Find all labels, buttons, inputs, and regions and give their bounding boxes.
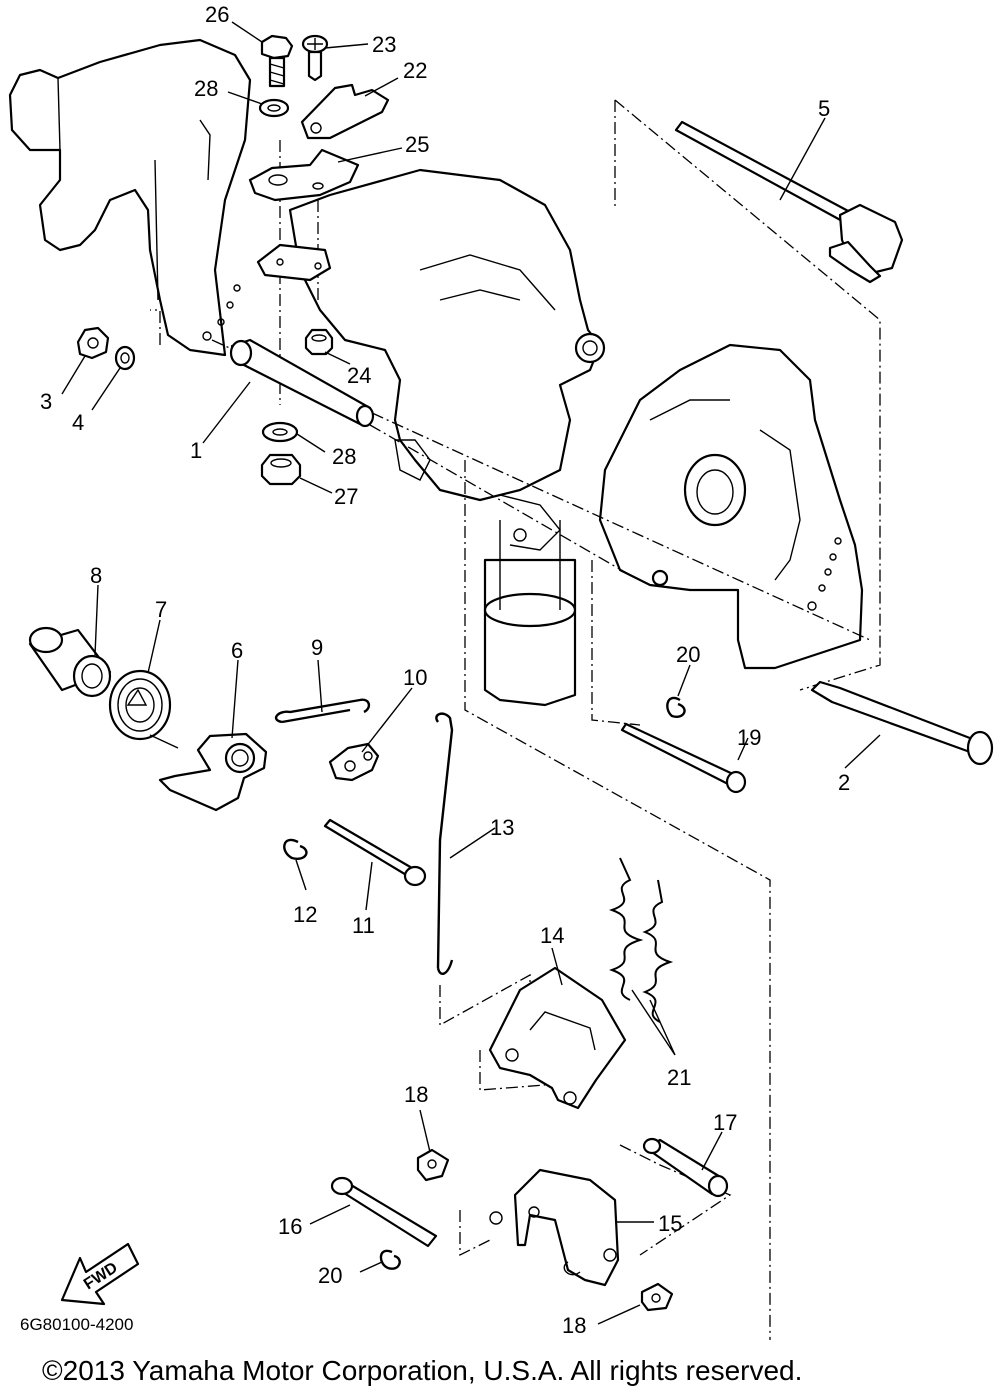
callout-23: 23 [372, 32, 396, 57]
callout-27: 27 [334, 484, 358, 509]
swivel-housing [288, 168, 606, 551]
copyright-notice: ©2013 Yamaha Motor Corporation, U.S.A. A… [42, 1355, 802, 1386]
part-22-plate [300, 83, 390, 140]
callout-28-lower: 28 [332, 444, 356, 469]
callout-16: 16 [278, 1214, 302, 1239]
leader-lines [61, 21, 881, 1325]
part-11-pin [323, 818, 427, 887]
callout-5: 5 [818, 96, 830, 121]
callout-8: 8 [90, 563, 102, 588]
swivel-bracket-left [8, 38, 252, 357]
callout-10: 10 [403, 665, 427, 690]
callout-14: 14 [540, 923, 564, 948]
callout-22: 22 [403, 58, 427, 83]
part-8-bushing [28, 626, 112, 698]
part-code: 6G80100-4200 [20, 1315, 133, 1334]
callout-24: 24 [347, 363, 371, 388]
part-13-rod [435, 712, 454, 975]
part-16-pin [330, 1176, 438, 1248]
part-1-tube [229, 338, 375, 428]
part-18-clip-lower [640, 1282, 674, 1312]
callout-26: 26 [205, 2, 229, 27]
steering-column [483, 520, 577, 707]
clamp-bracket-right [598, 343, 864, 670]
callout-6: 6 [231, 638, 243, 663]
part-27-nut [260, 453, 302, 486]
callout-labels: 26 23 22 28 25 5 24 3 4 1 28 27 8 7 6 9 … [40, 2, 850, 1338]
callout-28-upper: 28 [194, 76, 218, 101]
part-14-bracket [488, 966, 627, 1110]
part-4-washer [114, 345, 136, 371]
part-12-clip [283, 838, 308, 860]
callout-1: 1 [190, 438, 202, 463]
part-21-springs [609, 857, 674, 1023]
callout-13: 13 [490, 815, 514, 840]
callout-19: 19 [737, 725, 761, 750]
part-3-nut [76, 326, 110, 360]
callout-15: 15 [658, 1211, 682, 1236]
callout-7: 7 [155, 597, 167, 622]
callout-21: 21 [667, 1065, 691, 1090]
part-19-pin [620, 722, 747, 794]
fwd-arrow: FWD [60, 1242, 140, 1306]
part-2-bolt [810, 680, 994, 766]
part-5-rod [674, 120, 904, 284]
part-6-lever [158, 732, 268, 812]
callout-20-upper: 20 [676, 642, 700, 667]
part-20-clip-lower [379, 1249, 401, 1270]
callout-20-lower: 20 [318, 1263, 342, 1288]
part-26-bolt [260, 34, 294, 88]
callout-25: 25 [405, 132, 429, 157]
part-25-lever [248, 148, 360, 202]
part-28-washer-lower [261, 421, 299, 443]
part-7-spring [108, 669, 179, 749]
part-17-bushing [642, 1137, 729, 1198]
part-23-screw [301, 34, 329, 82]
part-24-nut [304, 328, 334, 356]
callout-18-lower: 18 [562, 1313, 586, 1338]
callout-18-upper: 18 [404, 1082, 428, 1107]
part-15-bracket [489, 1168, 620, 1287]
callout-9: 9 [311, 635, 323, 660]
part-10-clip [328, 742, 380, 782]
callout-2: 2 [838, 770, 850, 795]
part-28-washer-top [258, 98, 290, 118]
friction-plate [256, 243, 332, 282]
part-9-link [274, 698, 371, 724]
part-18-clip-upper [416, 1148, 450, 1182]
callout-11: 11 [352, 913, 375, 938]
callout-3: 3 [40, 389, 52, 414]
callout-12: 12 [293, 902, 317, 927]
part-20-clip-upper [666, 696, 686, 718]
callout-17: 17 [713, 1110, 737, 1135]
callout-4: 4 [72, 410, 84, 435]
